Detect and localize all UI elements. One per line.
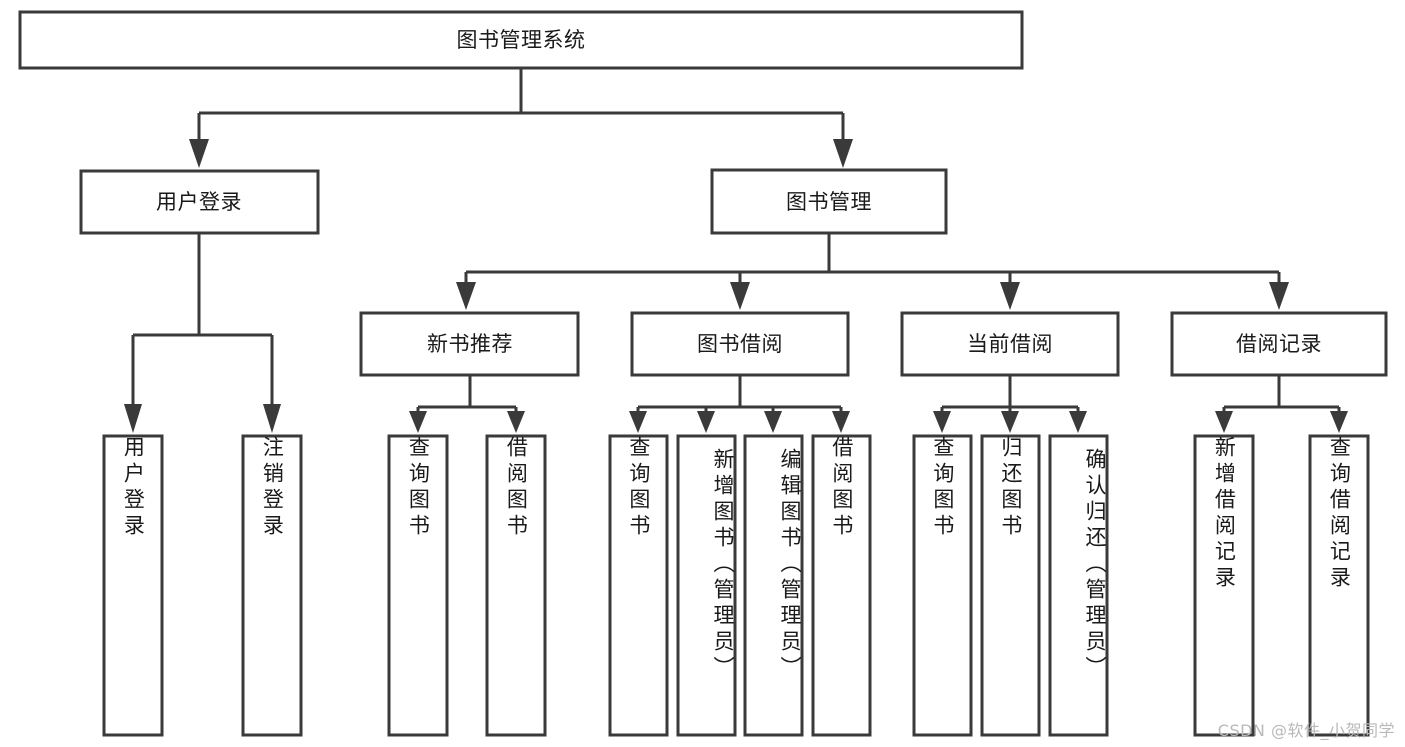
node-new-book-recommend-box[interactable] [359,311,580,377]
node-borrow-record-label: 借阅记录 [1236,332,1322,356]
connector-user-login-to-leaves [124,233,281,433]
node-book-management[interactable]: 图书管理 [710,168,948,235]
node-current-borrow-box[interactable] [900,311,1120,377]
arrow-head-icon [1000,282,1020,310]
node-root-label: 图书管理系统 [457,28,586,52]
node-current-borrow[interactable]: 当前借阅 [900,311,1120,377]
leaf-box-user-login[interactable] [102,434,164,737]
arrow-head-icon [189,139,209,168]
connector-current-borrow-to-leaves [933,375,1087,433]
arrow-head-icon [764,411,782,433]
leaf-box-borrow-book[interactable] [811,434,872,737]
arrow-head-icon [697,411,715,433]
leaf-box-query-book-borrow[interactable] [608,434,669,737]
node-root[interactable]: 图书管理系统 [18,10,1024,70]
node-user-login-box[interactable] [79,169,320,235]
leaf-box-add-borrow-record[interactable] [1193,434,1255,737]
arrow-head-icon [629,411,647,433]
arrow-head-icon [933,411,951,433]
leaf-boxes [102,434,1370,737]
leaf-box-return-book[interactable] [980,434,1041,737]
arrow-head-icon [124,404,142,433]
arrow-head-icon [1069,411,1087,433]
node-book-borrow-label: 图书借阅 [697,332,783,356]
arrow-head-icon [456,282,476,310]
arrow-head-icon [832,411,850,433]
node-new-book-recommend-label: 新书推荐 [427,332,513,356]
connector-book-management-to-level2 [456,233,1289,310]
arrow-head-icon [1215,411,1233,433]
node-borrow-record[interactable]: 借阅记录 [1170,311,1388,377]
leaf-box-query-book-current[interactable] [912,434,973,737]
node-new-book-recommend[interactable]: 新书推荐 [359,311,580,377]
node-user-login-label: 用户登录 [156,190,242,214]
leaf-box-query-book-recommend[interactable] [387,434,449,737]
leaf-box-logout[interactable] [241,434,303,737]
connector-new-book-recommend-to-leaves [409,375,525,433]
arrow-head-icon [833,139,853,168]
arrow-head-icon [409,411,427,433]
watermark: CSDN @软件_小贺同学 [1217,721,1395,740]
connector-book-borrow-to-leaves [629,375,850,433]
connector-root-to-level1 [189,68,853,168]
leaf-box-confirm-return-admin[interactable] [1048,434,1109,737]
connector-borrow-record-to-leaves [1215,375,1348,433]
node-book-management-label: 图书管理 [786,190,872,214]
arrow-head-icon [263,404,281,433]
arrow-head-icon [1330,411,1348,433]
node-root-box[interactable] [18,10,1024,70]
leaf-box-borrow-book-recommend[interactable] [485,434,547,737]
arrow-head-icon [1269,282,1289,310]
node-user-login[interactable]: 用户登录 [79,169,320,235]
node-current-borrow-label: 当前借阅 [967,332,1053,356]
node-book-borrow[interactable]: 图书借阅 [630,311,850,377]
leaf-box-query-borrow-record[interactable] [1308,434,1370,737]
leaf-box-add-book-admin[interactable] [676,434,737,737]
arrow-head-icon [1001,411,1019,433]
arrow-head-icon [507,411,525,433]
leaf-box-edit-book-admin[interactable] [743,434,804,737]
arrow-head-icon [730,282,750,310]
